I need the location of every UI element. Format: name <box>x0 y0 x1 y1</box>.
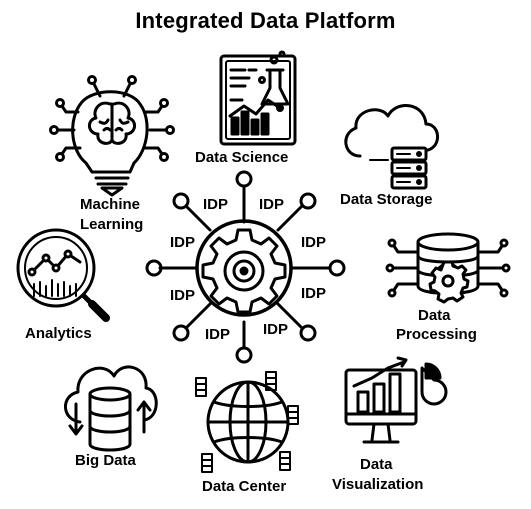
label-data-processing-1: Data <box>418 307 451 324</box>
idp-label: IDP <box>301 285 326 302</box>
database-gear-icon <box>385 232 511 304</box>
bar-chart-monitor-icon <box>344 356 448 444</box>
idp-label: IDP <box>170 287 195 304</box>
label-data-science: Data Science <box>195 149 289 166</box>
data-science-icon <box>219 50 297 146</box>
label-big-data: Big Data <box>75 452 136 469</box>
label-machine-learning-1: Machine <box>80 196 141 213</box>
idp-labels: IDP IDP IDP IDP IDP IDP IDP IDP <box>170 196 326 343</box>
globe-network-icon <box>195 371 299 473</box>
label-machine-learning-2: Learning <box>80 216 144 233</box>
brain-bulb-icon <box>49 75 175 197</box>
idp-label: IDP <box>205 326 230 343</box>
idp-label: IDP <box>170 234 195 251</box>
cloud-server-icon <box>344 104 439 190</box>
label-data-processing-2: Processing <box>396 326 477 343</box>
gear-hub-icon <box>145 170 346 364</box>
magnifier-chart-icon <box>16 228 110 322</box>
label-data-visualization-2: Visualization <box>332 476 424 493</box>
idp-label: IDP <box>259 196 284 213</box>
cloud-database-icon <box>64 365 158 452</box>
label-data-center: Data Center <box>202 478 287 495</box>
idp-label: IDP <box>263 321 288 338</box>
label-data-visualization-1: Data <box>360 456 393 473</box>
label-data-storage: Data Storage <box>340 191 433 208</box>
label-analytics: Analytics <box>25 325 92 342</box>
idp-label: IDP <box>203 196 228 213</box>
idp-label: IDP <box>301 234 326 251</box>
diagram-title: Integrated Data Platform <box>135 8 396 33</box>
